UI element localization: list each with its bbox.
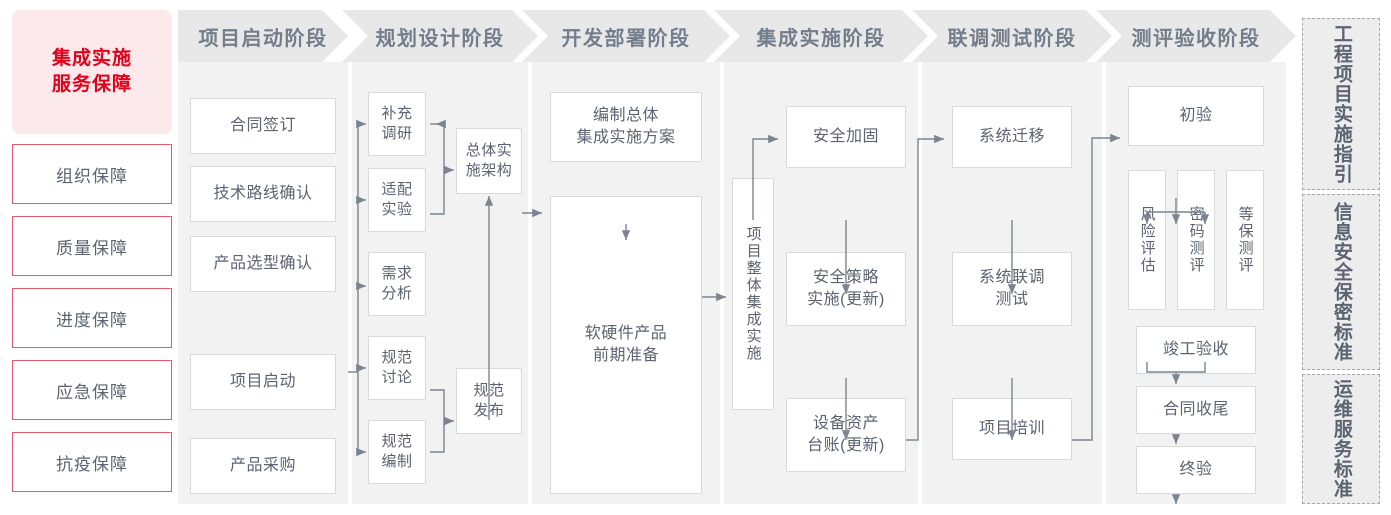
standard-label-2: 运维服务标准 bbox=[1330, 379, 1352, 499]
node-label: 规范编制 bbox=[381, 432, 413, 470]
node-label: 编制总体集成实施方案 bbox=[576, 107, 676, 146]
phase-header-1[interactable]: 规划设计阶段 bbox=[342, 10, 538, 62]
lead-title-box: 集成实施 服务保障 bbox=[12, 10, 172, 134]
phase-header-3[interactable]: 集成实施阶段 bbox=[714, 10, 928, 62]
node-overall-architecture[interactable]: 总体实施架构 bbox=[456, 128, 522, 194]
node-preliminary-acceptance[interactable]: 初验 bbox=[1128, 86, 1264, 146]
lead-title-line1: 集成实施 bbox=[51, 48, 132, 70]
guarantee-item-0[interactable]: 组织保障 bbox=[12, 144, 172, 204]
node-contract-signing[interactable]: 合同签订 bbox=[190, 98, 336, 154]
node-spec-release[interactable]: 规范发布 bbox=[456, 368, 522, 434]
phase-header-0[interactable]: 项目启动阶段 bbox=[178, 10, 348, 62]
node-asset-ledger[interactable]: 设备资产台账(更新) bbox=[786, 398, 906, 472]
node-overall-integration[interactable]: 项目整体集成实施 bbox=[732, 178, 774, 410]
phase-column-0: 项目启动阶段 合同签订 技术路线确认 产品选型确认 项目启动 产品采购 bbox=[178, 10, 348, 504]
node-overall-plan-drafting[interactable]: 编制总体集成实施方案 bbox=[550, 92, 702, 162]
node-crypto-evaluation[interactable]: 密码测评 bbox=[1177, 170, 1215, 310]
node-label: 规范发布 bbox=[473, 381, 505, 419]
node-label: 补充调研 bbox=[381, 104, 413, 142]
node-label: 总体实施架构 bbox=[465, 141, 513, 179]
node-project-kickoff[interactable]: 项目启动 bbox=[190, 354, 336, 410]
node-mlps-evaluation[interactable]: 等保测评 bbox=[1226, 170, 1264, 310]
guarantee-item-2[interactable]: 进度保障 bbox=[12, 288, 172, 348]
phase-header-5[interactable]: 测评验收阶段 bbox=[1096, 10, 1296, 62]
node-joint-debug-testing[interactable]: 系统联调测试 bbox=[952, 252, 1072, 326]
standard-item-0[interactable]: 工程项目实施指引 bbox=[1302, 18, 1380, 190]
node-label: 规范讨论 bbox=[381, 348, 413, 386]
node-risk-assessment[interactable]: 风险评估 bbox=[1128, 170, 1166, 310]
standard-item-1[interactable]: 信息安全保密标准 bbox=[1302, 194, 1380, 370]
node-spec-discussion[interactable]: 规范讨论 bbox=[368, 336, 426, 400]
guarantee-item-3[interactable]: 应急保障 bbox=[12, 360, 172, 420]
standard-label-1: 信息安全保密标准 bbox=[1330, 202, 1352, 362]
node-product-purchase[interactable]: 产品采购 bbox=[190, 438, 336, 494]
phase-column-2: 开发部署阶段 编制总体集成实施方案 软硬件产品前期准备 bbox=[532, 10, 720, 504]
node-product-selection[interactable]: 产品选型确认 bbox=[190, 236, 336, 292]
node-hw-sw-preparation[interactable]: 软硬件产品前期准备 bbox=[550, 196, 702, 494]
guarantee-item-1[interactable]: 质量保障 bbox=[12, 216, 172, 276]
phase-column-1: 规划设计阶段 补充调研 适配实验 需求分析 规范讨论 规范编制 总体实施架构 规… bbox=[352, 10, 528, 504]
node-label: 系统联调测试 bbox=[978, 269, 1045, 308]
node-label: 需求分析 bbox=[381, 264, 413, 302]
phase-column-4: 联调测试阶段 系统迁移 系统联调测试 项目培训 bbox=[922, 10, 1102, 504]
node-adaptation-test[interactable]: 适配实验 bbox=[368, 168, 426, 232]
node-label: 适配实验 bbox=[381, 180, 413, 218]
node-final-acceptance[interactable]: 终验 bbox=[1136, 446, 1256, 494]
node-security-hardening[interactable]: 安全加固 bbox=[786, 106, 906, 168]
node-spec-drafting[interactable]: 规范编制 bbox=[368, 420, 426, 484]
node-label: 软硬件产品前期准备 bbox=[584, 325, 668, 364]
node-project-training[interactable]: 项目培训 bbox=[952, 398, 1072, 460]
node-tech-route[interactable]: 技术路线确认 bbox=[190, 166, 336, 222]
guarantee-item-4[interactable]: 抗疫保障 bbox=[12, 432, 172, 492]
node-completion-acceptance[interactable]: 竣工验收 bbox=[1136, 326, 1256, 374]
phase-header-2[interactable]: 开发部署阶段 bbox=[522, 10, 730, 62]
standard-label-0: 工程项目实施指引 bbox=[1330, 24, 1352, 184]
phase-column-5: 测评验收阶段 初验 风险评估 密码测评 等保测评 竣工验收 合同收尾 终验 bbox=[1106, 10, 1286, 504]
guarantee-rail: 集成实施 服务保障 组织保障 质量保障 进度保障 应急保障 抗疫保障 bbox=[12, 10, 172, 504]
node-label: 安全策略实施(更新) bbox=[807, 269, 885, 308]
node-system-migration[interactable]: 系统迁移 bbox=[952, 106, 1072, 168]
node-security-policy[interactable]: 安全策略实施(更新) bbox=[786, 252, 906, 326]
phase-column-3: 集成实施阶段 项目整体集成实施 安全加固 安全策略实施(更新) 设备资产台账(更… bbox=[724, 10, 918, 504]
node-label: 设备资产台账(更新) bbox=[807, 415, 885, 454]
standard-item-2[interactable]: 运维服务标准 bbox=[1302, 374, 1380, 504]
node-requirement-analysis[interactable]: 需求分析 bbox=[368, 252, 426, 316]
phase-header-4[interactable]: 联调测试阶段 bbox=[912, 10, 1112, 62]
node-supplementary-research[interactable]: 补充调研 bbox=[368, 92, 426, 156]
lead-title-line2: 服务保障 bbox=[51, 74, 132, 95]
node-contract-closeout[interactable]: 合同收尾 bbox=[1136, 386, 1256, 434]
